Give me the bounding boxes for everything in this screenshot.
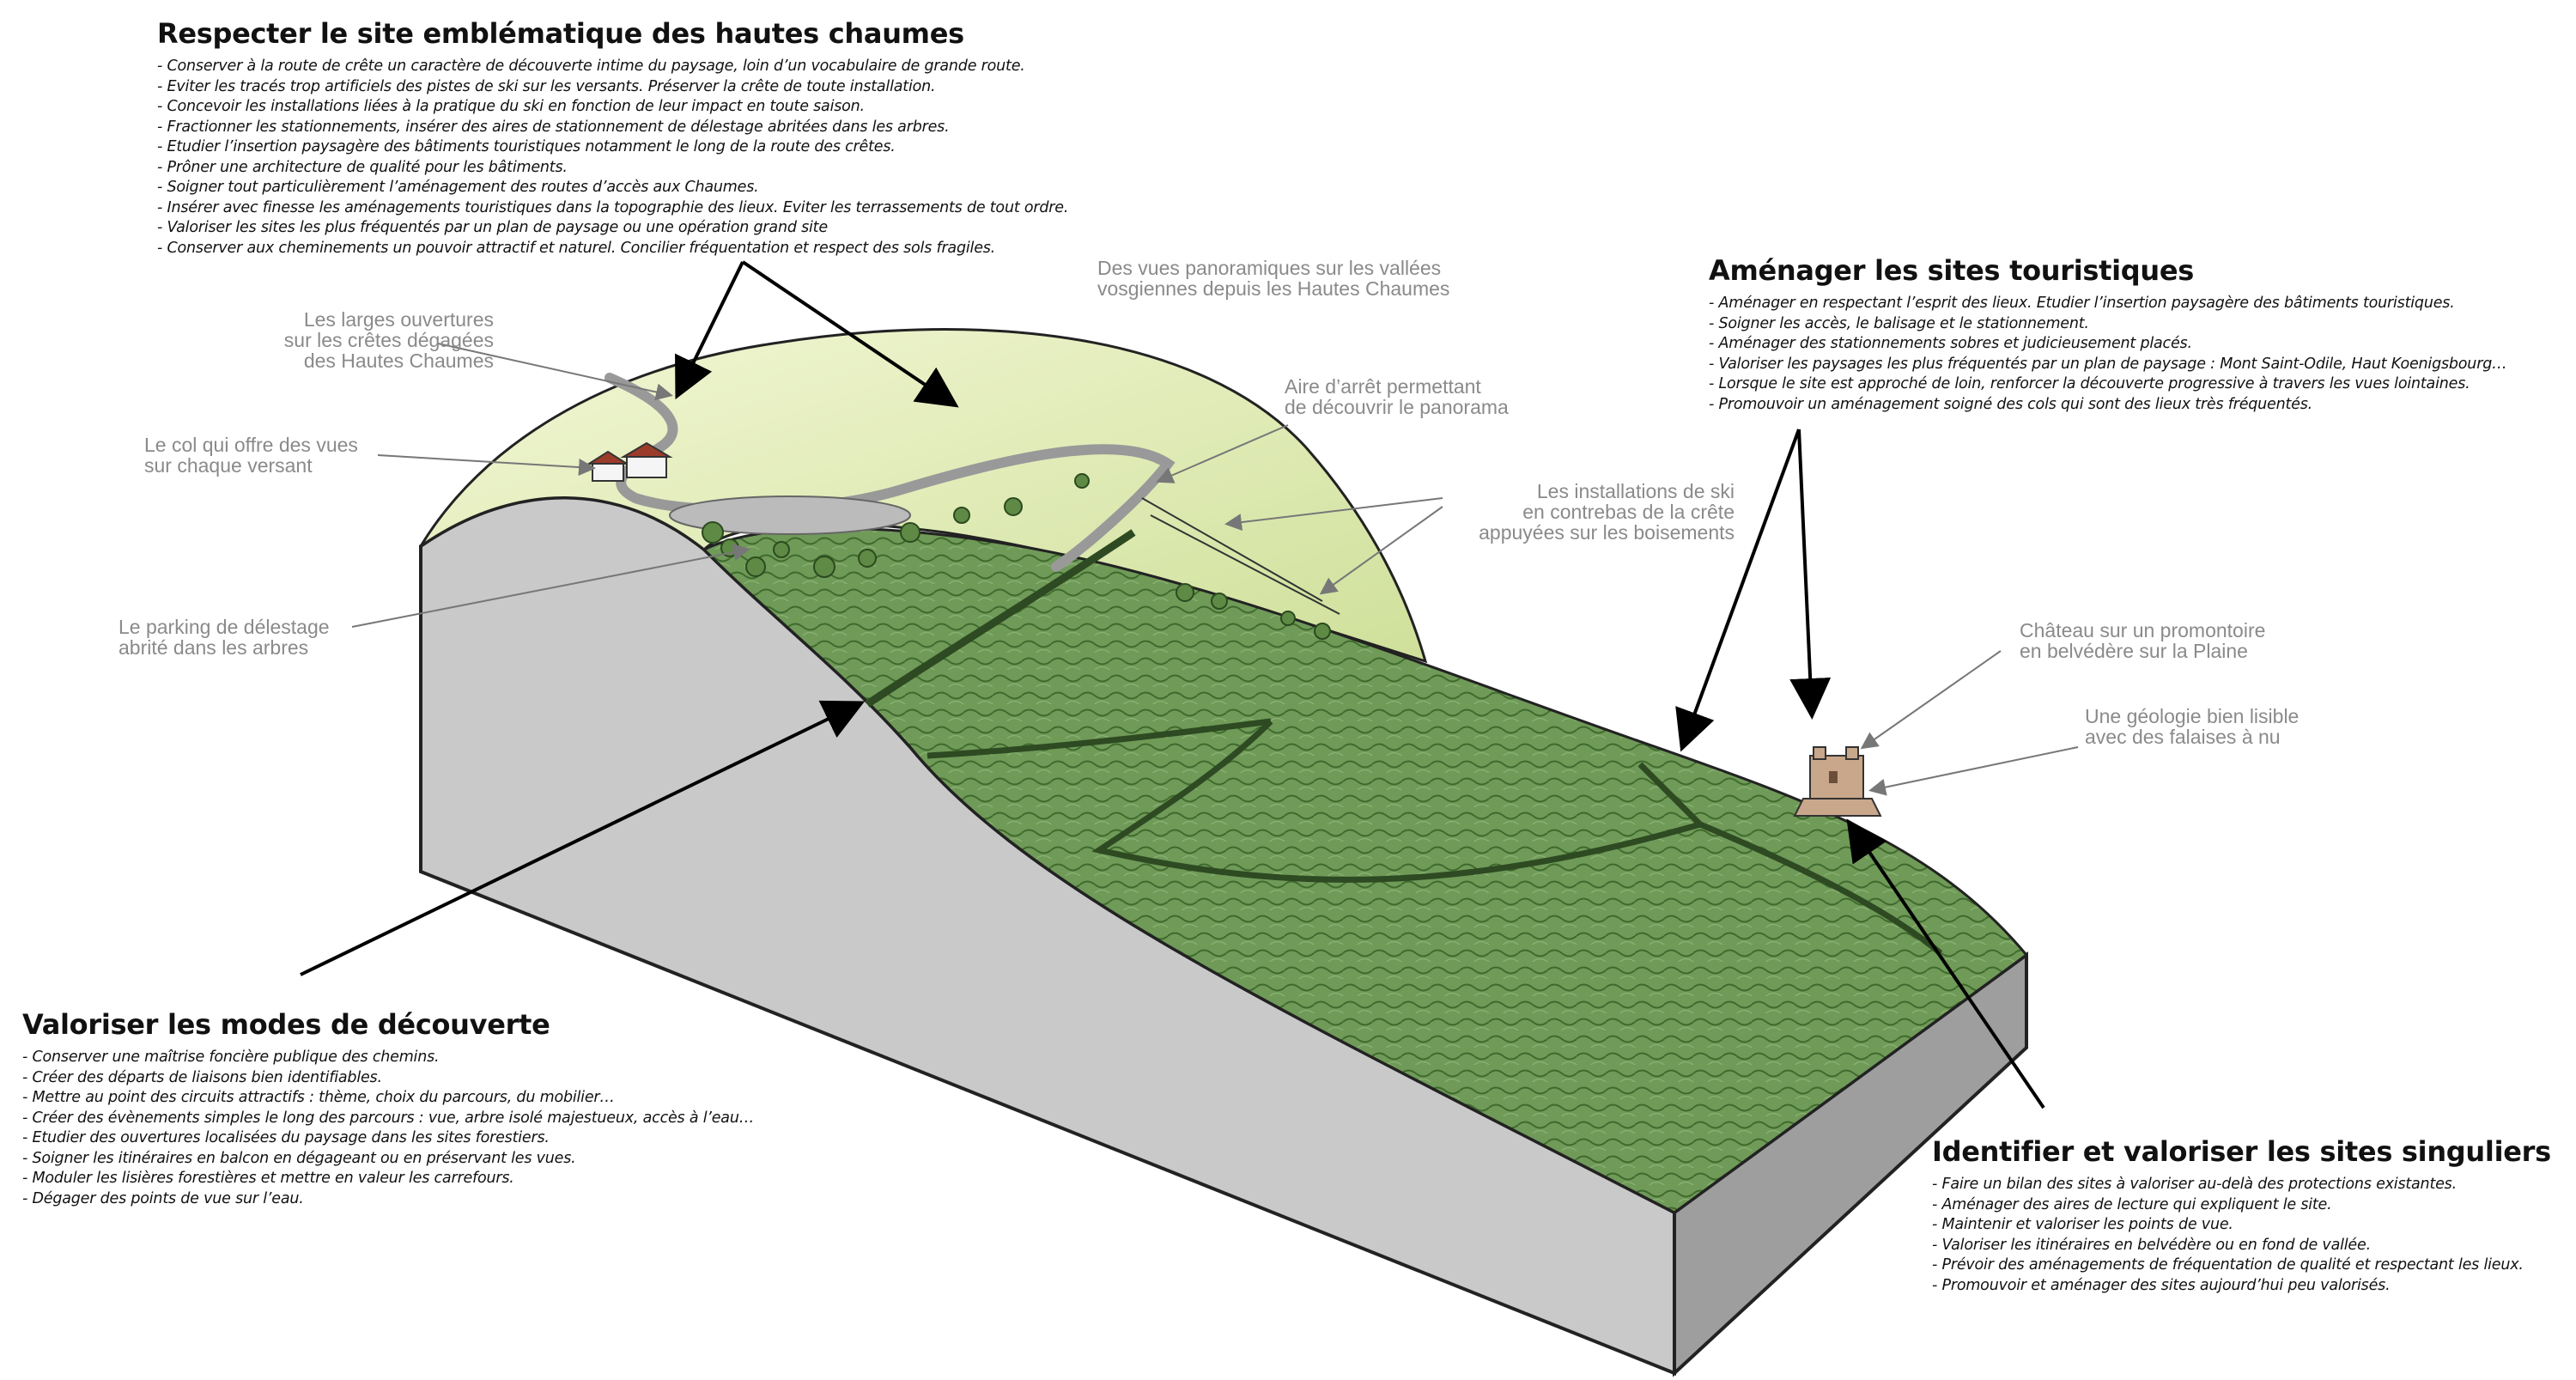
list-item: Aménager en respectant l’esprit des lieu… — [1709, 294, 2506, 314]
callout-line: Les installations de ski — [1536, 480, 1735, 502]
list-item: Dégager des points de vue sur l’eau. — [22, 1189, 754, 1210]
callout-line: vosgiennes depuis les Hautes Chaumes — [1097, 277, 1450, 300]
list-item: Mettre au point des circuits attractifs … — [22, 1088, 754, 1109]
section-title: Aménager les sites touristiques — [1709, 254, 2195, 287]
callout-line: Aire d’arrêt permettant — [1285, 375, 1481, 398]
list-item: Promouvoir un aménagement soigné des col… — [1709, 395, 2506, 416]
section-sites-singuliers: Identifier et valoriser les sites singul… — [1932, 1135, 2551, 1296]
section-list: Aménager en respectant l’esprit des lieu… — [1709, 294, 2506, 415]
list-item: Eviter les tracés trop artificiels des p… — [157, 77, 1068, 98]
callout-line: en contrebas de la crête — [1522, 501, 1735, 523]
callout-line: Le col qui offre des vues — [144, 434, 358, 456]
section-hautes-chaumes: Respecter le site emblématique des haute… — [157, 17, 1068, 258]
callout-leader-lines — [351, 343, 2079, 796]
section-title: Respecter le site emblématique des haute… — [157, 17, 964, 50]
list-item: Aménager des stationnements sobres et ju… — [1709, 334, 2506, 355]
callout-installations-ski: Les installations de ski en contrebas de… — [1443, 481, 1735, 543]
callout-chateau: Château sur un promontoire en belvédère … — [2020, 620, 2265, 661]
list-item: Conserver à la route de crête un caractè… — [157, 57, 1068, 77]
section-title: Identifier et valoriser les sites singul… — [1932, 1135, 2551, 1168]
castle — [1793, 746, 1882, 817]
callout-line: abrité dans les arbres — [118, 636, 309, 659]
list-item: Créer des départs de liaisons bien ident… — [22, 1068, 754, 1089]
forest-path-2 — [927, 718, 1272, 759]
callout-line: des Hautes Chaumes — [303, 350, 494, 372]
list-item: Fractionner les stationnements, insérer … — [157, 118, 1068, 138]
list-item: Insérer avec finesse les aménagements to… — [157, 198, 1068, 219]
list-item: Etudier l’insertion paysagère des bâtime… — [157, 137, 1068, 158]
list-item: Conserver aux cheminements un pouvoir at… — [157, 239, 1068, 259]
list-item: Maintenir et valoriser les points de vue… — [1932, 1215, 2551, 1236]
section-list: Conserver une maîtrise foncière publique… — [22, 1048, 754, 1209]
callout-line: sur les crêtes dégagées — [283, 329, 494, 351]
list-item: Valoriser les sites les plus fréquentés … — [157, 218, 1068, 239]
list-item: Etudier des ouvertures localisées du pay… — [22, 1128, 754, 1149]
col-buildings — [586, 441, 673, 482]
section-list: Conserver à la route de crête un caractè… — [157, 57, 1068, 258]
list-item: Soigner tout particulièrement l’aménagem… — [157, 178, 1068, 198]
parking-area — [669, 495, 911, 535]
list-item: Lorsque le site est approché de loin, re… — [1709, 374, 2506, 395]
meadow-hautes-chaumes — [419, 328, 1428, 664]
callout-line: Les larges ouvertures — [303, 308, 494, 331]
callout-line: sur chaque versant — [144, 454, 313, 477]
list-item: Moduler les lisières forestières et mett… — [22, 1169, 754, 1189]
callout-aire-arret: Aire d’arrêt permettant de découvrir le … — [1285, 376, 1509, 417]
section-list: Faire un bilan des sites à valoriser au-… — [1932, 1175, 2551, 1296]
ski-lifts — [1141, 497, 1340, 615]
callout-col: Le col qui offre des vues sur chaque ver… — [144, 435, 358, 476]
callout-line: Une géologie bien lisible — [2085, 705, 2300, 727]
list-item: Promouvoir et aménager des sites aujourd… — [1932, 1276, 2551, 1297]
list-item: Faire un bilan des sites à valoriser au-… — [1932, 1175, 2551, 1195]
forest-path-4 — [1637, 762, 1943, 956]
list-item: Prôner une architecture de qualité pour … — [157, 158, 1068, 179]
callout-line: avec des falaises à nu — [2085, 726, 2281, 748]
list-item: Valoriser les paysages les plus fréquent… — [1709, 355, 2506, 375]
callout-larges-ouvertures: Les larges ouvertures sur les crêtes dég… — [245, 309, 494, 371]
callout-line: Château sur un promontoire — [2020, 619, 2266, 641]
list-item: Soigner les itinéraires en balcon en dég… — [22, 1149, 754, 1170]
section-sites-touristiques: Aménager les sites touristiques Aménager… — [1709, 254, 2507, 415]
callout-vues-panoramiques: Des vues panoramiques sur les vallées vo… — [1097, 258, 1449, 299]
list-item: Prévoir des aménagements de fréquentatio… — [1932, 1255, 2551, 1276]
list-item: Soigner les accès, le balisage et le sta… — [1709, 314, 2506, 335]
list-item: Créer des évènements simples le long des… — [22, 1109, 754, 1129]
list-item: Concevoir les installations liées à la p… — [157, 97, 1068, 118]
callout-parking: Le parking de délestage abrité dans les … — [118, 617, 330, 658]
main-arrows — [300, 260, 2045, 1109]
list-item: Conserver une maîtrise foncière publique… — [22, 1048, 754, 1068]
forest-path-3 — [1091, 719, 1701, 883]
callout-line: appuyées sur les boisements — [1479, 521, 1735, 544]
list-item: Valoriser les itinéraires en belvédère o… — [1932, 1236, 2551, 1256]
callout-line: Des vues panoramiques sur les vallées — [1097, 257, 1442, 279]
section-modes-decouverte: Valoriser les modes de découverte Conser… — [22, 1008, 754, 1209]
forest-path-1 — [865, 529, 1136, 708]
crest-trees — [702, 473, 1331, 640]
section-title: Valoriser les modes de découverte — [22, 1008, 550, 1041]
list-item: Aménager des aires de lecture qui expliq… — [1932, 1195, 2551, 1216]
callout-geologie: Une géologie bien lisible avec des falai… — [2085, 706, 2299, 747]
callout-line: en belvédère sur la Plaine — [2020, 640, 2248, 662]
callout-line: Le parking de délestage — [118, 616, 330, 638]
callout-line: de découvrir le panorama — [1285, 396, 1509, 418]
